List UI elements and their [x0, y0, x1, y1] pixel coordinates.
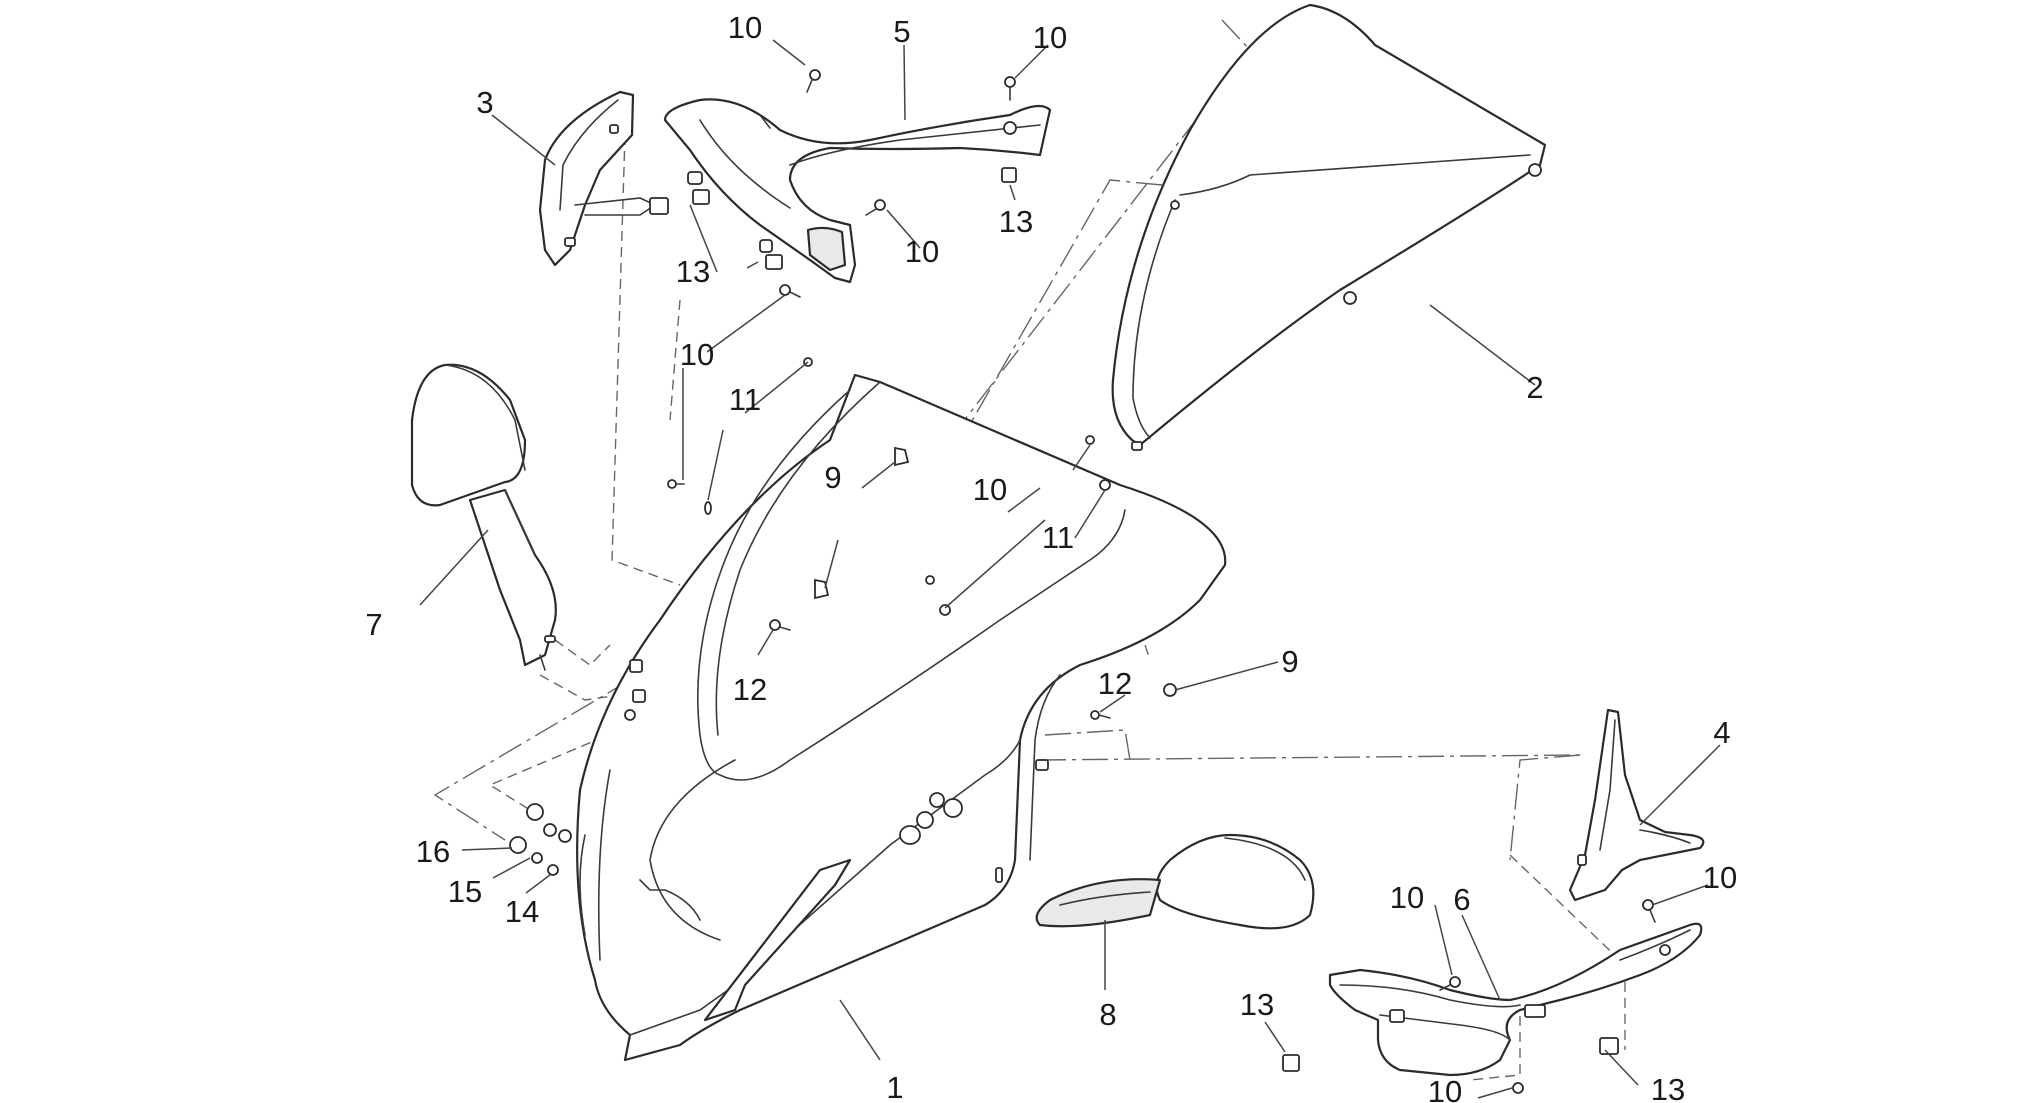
callout-10-f: 10: [1703, 860, 1737, 895]
leader-lines: [419, 39, 1721, 1099]
fastener-hardware: [509, 69, 1656, 1094]
left-mirror: [410, 363, 557, 671]
upper-inner-cover: [663, 98, 1052, 284]
callout-11-b: 11: [1042, 520, 1074, 555]
callout-15: 15: [448, 874, 482, 909]
left-upper-panel: [538, 90, 657, 267]
callout-7: 7: [365, 607, 382, 642]
callout-12-b: 12: [1098, 666, 1132, 701]
callout-2: 2: [1526, 370, 1543, 405]
callout-8: 8: [1099, 997, 1116, 1032]
callout-9-b: 9: [1281, 644, 1298, 679]
callout-6: 6: [1453, 882, 1470, 917]
callout-16: 16: [416, 834, 450, 869]
callout-1: 1: [886, 1070, 903, 1103]
callout-3: 3: [476, 85, 493, 120]
callout-13-d: 13: [1651, 1072, 1685, 1103]
callout-10-a: 10: [728, 10, 762, 45]
callout-5: 5: [893, 14, 910, 49]
callout-9-a: 9: [824, 460, 841, 495]
callout-10-g: 10: [1390, 880, 1424, 915]
callout-13-c: 13: [1240, 987, 1274, 1022]
windscreen: [1111, 3, 1547, 451]
callout-12-a: 12: [733, 672, 767, 707]
callout-11-a: 11: [729, 382, 761, 417]
lower-right-cover: [1328, 922, 1703, 1077]
assembly-guide-lines: [433, 19, 1626, 1081]
callout-10-h: 10: [1428, 1074, 1462, 1103]
callout-14: 14: [505, 894, 539, 929]
callout-10-d: 10: [680, 337, 714, 372]
callout-13-a: 13: [676, 254, 710, 289]
callout-4: 4: [1713, 715, 1730, 750]
callout-labels: 1 2 3 4 5 6 7 8 9 9 10 10 10 10 10 10 10…: [365, 10, 1737, 1103]
callout-10-c: 10: [905, 234, 939, 269]
callout-10-e: 10: [973, 472, 1007, 507]
callout-13-b: 13: [999, 204, 1033, 239]
callout-10-b: 10: [1033, 20, 1067, 55]
front-fairing: [576, 373, 1227, 1062]
right-mirror: [1035, 833, 1315, 930]
right-side-panel: [1568, 708, 1705, 902]
